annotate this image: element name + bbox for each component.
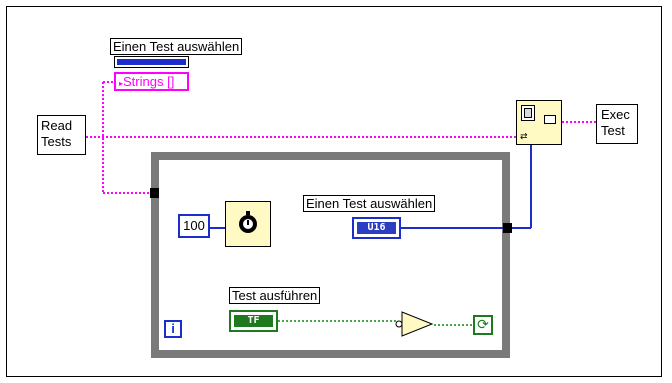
boolean-wire[interactable] (278, 320, 473, 326)
strings-terminal-label: Strings [] (123, 74, 175, 89)
tf-type-label: TF (234, 315, 273, 327)
not-gate-icon[interactable] (395, 311, 434, 337)
case-structure-icon (521, 105, 535, 121)
stopwatch-icon[interactable] (225, 201, 271, 247)
read-tests-subvi[interactable]: Read Tests (37, 115, 86, 155)
u16-indicator-terminal[interactable]: U16 (352, 217, 401, 239)
u16-indicator-label: Einen Test auswählen (303, 195, 436, 212)
exec-test-subvi[interactable]: Exec Test (596, 104, 638, 144)
boolean-control-label: Test ausführen (229, 287, 321, 304)
boolean-control-terminal[interactable]: TF (229, 310, 278, 332)
strings-terminal[interactable]: ▸Strings [] (114, 72, 189, 91)
while-loop-border[interactable] (151, 152, 510, 358)
case-selector-arrow-icon: ⇄ (520, 131, 528, 141)
case-output-terminal (544, 115, 556, 124)
loop-condition-icon[interactable]: ⟳ (473, 315, 493, 335)
u16-type-label: U16 (357, 222, 396, 234)
listbox-control-bar (114, 56, 189, 68)
strings-terminal-arrow: ▸ (119, 79, 124, 88)
string-array-wire[interactable] (86, 81, 596, 194)
output-tunnel[interactable] (503, 223, 512, 233)
iteration-terminal[interactable]: i (164, 320, 182, 338)
case-selector-node[interactable]: ⇄ (516, 100, 562, 145)
listbox-control-label: Einen Test auswählen (110, 38, 243, 55)
input-tunnel[interactable] (150, 188, 159, 198)
numeric-constant[interactable]: 100 (178, 214, 210, 238)
